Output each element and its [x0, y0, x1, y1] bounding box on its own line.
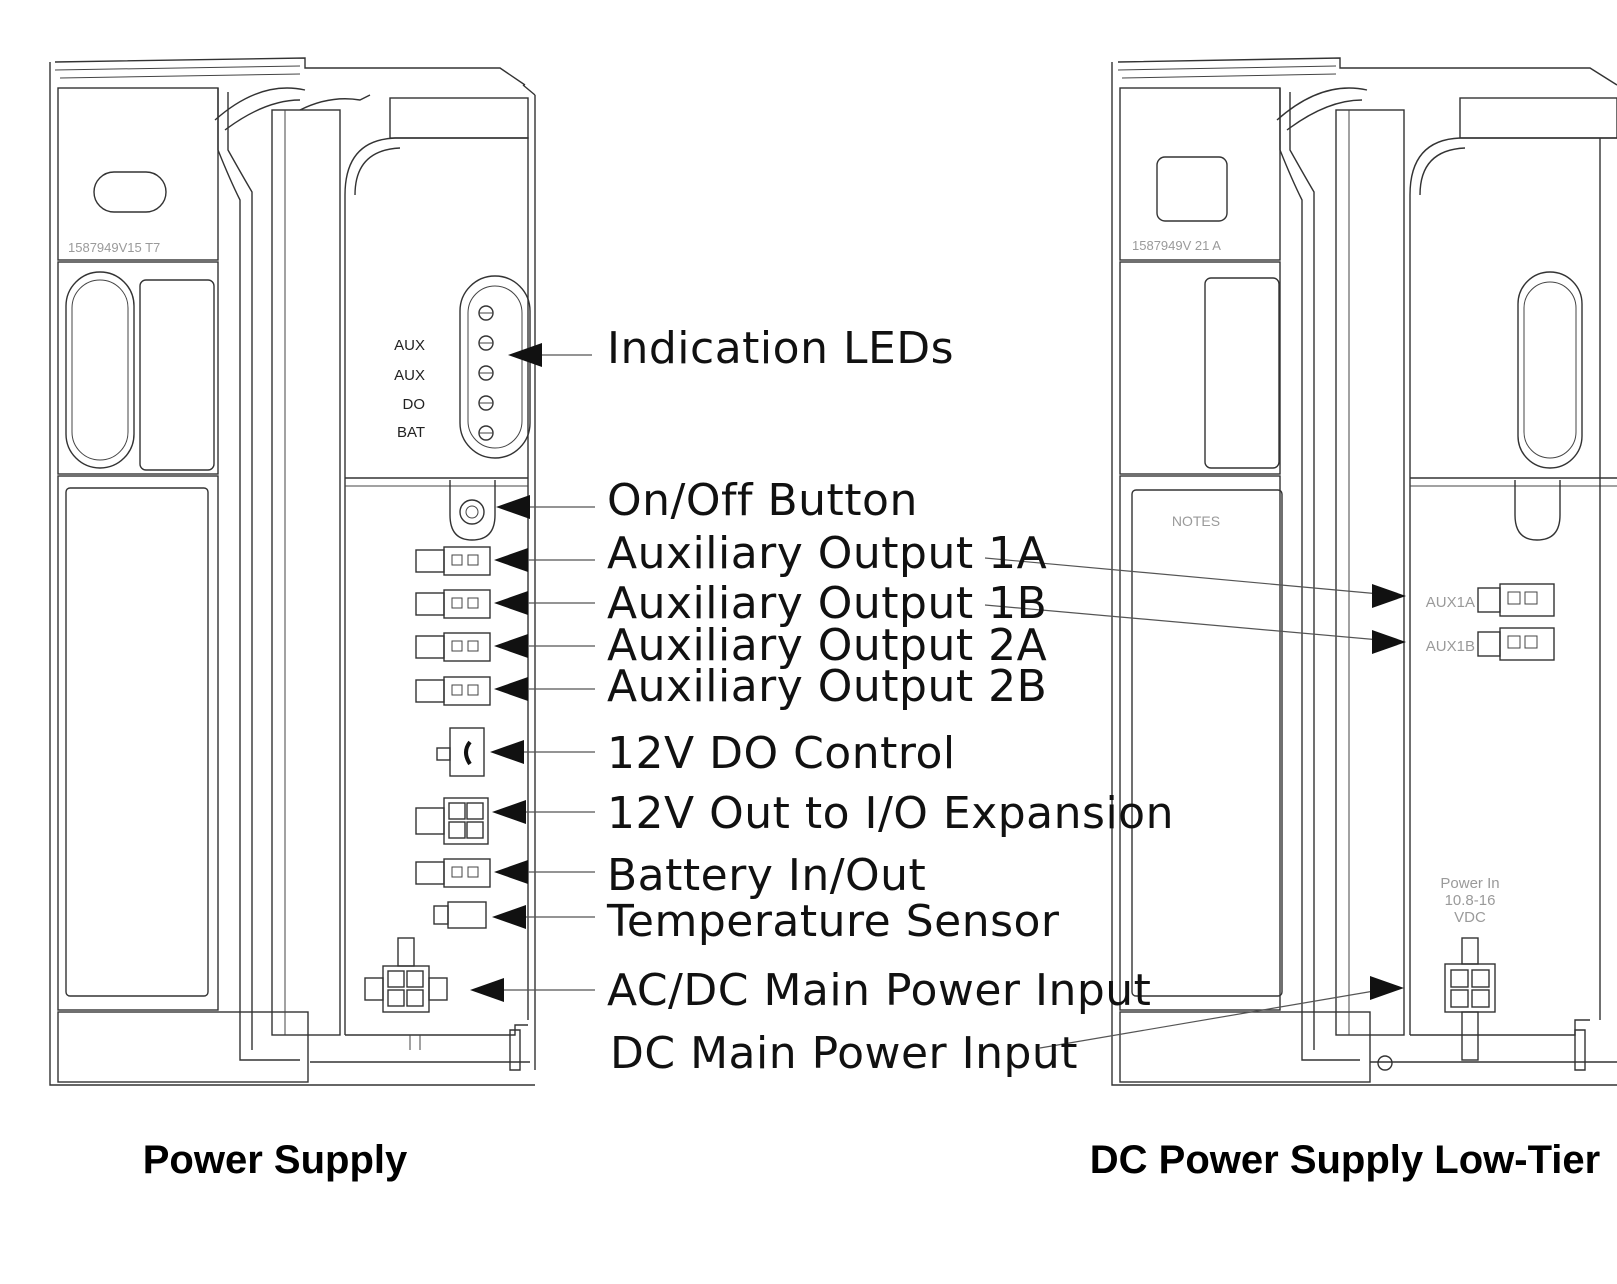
arrow-aux-2b: [494, 677, 528, 701]
label-temperature-sensor: Temperature Sensor: [606, 896, 1060, 947]
arrow-on-off: [496, 495, 530, 519]
ac-dc-main-power-connector: [364, 937, 448, 1013]
do-control-connector: [436, 727, 485, 777]
aux1b-label: AUX1B: [1426, 638, 1475, 655]
arrow-aux-1a: [494, 548, 528, 572]
led-label-do: DO: [403, 396, 426, 413]
aux-output-1a-connector: [415, 546, 491, 576]
temperature-sensor-connector: [433, 901, 487, 929]
led-label-aux-1: AUX: [394, 337, 425, 354]
arrow-io-expansion: [492, 800, 526, 824]
power-in-voltage: 10.8-16: [1445, 892, 1496, 909]
aux-output-2a-connector: [415, 632, 491, 662]
arrow-battery: [494, 860, 528, 884]
led-label-aux-2: AUX: [394, 367, 425, 384]
right-caption: DC Power Supply Low-Tier: [1090, 1138, 1600, 1182]
leaders: [470, 343, 1406, 1049]
right-dc-power-supply-module: 1587949V 21 A NOTES AUX1A AUX1B: [1111, 57, 1617, 1086]
label-aux-output-2a: Auxiliary Output 2A: [607, 620, 1047, 671]
arrow-aux1b-right: [1372, 630, 1406, 654]
arrow-do-control: [490, 740, 524, 764]
on-off-button: [449, 480, 496, 541]
power-in-unit: VDC: [1454, 909, 1486, 926]
label-dc-main-power: DC Main Power Input: [610, 1028, 1078, 1079]
arrow-aux-1b: [494, 591, 528, 615]
led-label-bat: BAT: [397, 424, 425, 441]
arrow-aux1a-right: [1372, 584, 1406, 608]
label-ac-dc-main-power: AC/DC Main Power Input: [607, 965, 1151, 1016]
right-part-number: 1587949V 21 A: [1132, 238, 1221, 253]
label-aux-output-1a: Auxiliary Output 1A: [607, 528, 1047, 579]
label-battery-in-out: Battery In/Out: [607, 850, 926, 901]
arrow-dc-main-right: [1370, 976, 1404, 1000]
arrow-ac-dc-main: [470, 978, 504, 1002]
label-indication-leds: Indication LEDs: [607, 323, 954, 374]
aux1a-connector: [1477, 583, 1555, 617]
arrow-indication-leds: [508, 343, 542, 367]
annotation-labels: Indication LEDs On/Off Button Auxiliary …: [606, 323, 1174, 1079]
arrow-aux-2a: [494, 634, 528, 658]
label-aux-output-2b: Auxiliary Output 2B: [607, 661, 1047, 712]
label-io-expansion: 12V Out to I/O Expansion: [607, 788, 1174, 839]
io-expansion-connector: [415, 797, 489, 845]
aux1b-connector: [1477, 627, 1555, 661]
dc-main-power-connector: [1444, 937, 1496, 1061]
aux-output-1b-connector: [415, 589, 491, 619]
arrow-temp-sensor: [492, 905, 526, 929]
notes-label: NOTES: [1172, 513, 1220, 529]
label-on-off-button: On/Off Button: [607, 475, 918, 526]
left-caption: Power Supply: [143, 1138, 408, 1182]
left-power-supply-module: 1587949V15 T7 AUX AUX: [49, 57, 536, 1086]
aux-output-2b-connector: [415, 676, 491, 706]
label-aux-output-1b: Auxiliary Output 1B: [607, 578, 1047, 629]
power-in-label: Power In: [1440, 875, 1499, 892]
left-part-number: 1587949V15 T7: [68, 240, 160, 255]
label-do-control: 12V DO Control: [607, 728, 956, 779]
battery-connector: [415, 858, 491, 888]
indication-leds: [478, 305, 494, 441]
aux1a-label: AUX1A: [1426, 594, 1475, 611]
